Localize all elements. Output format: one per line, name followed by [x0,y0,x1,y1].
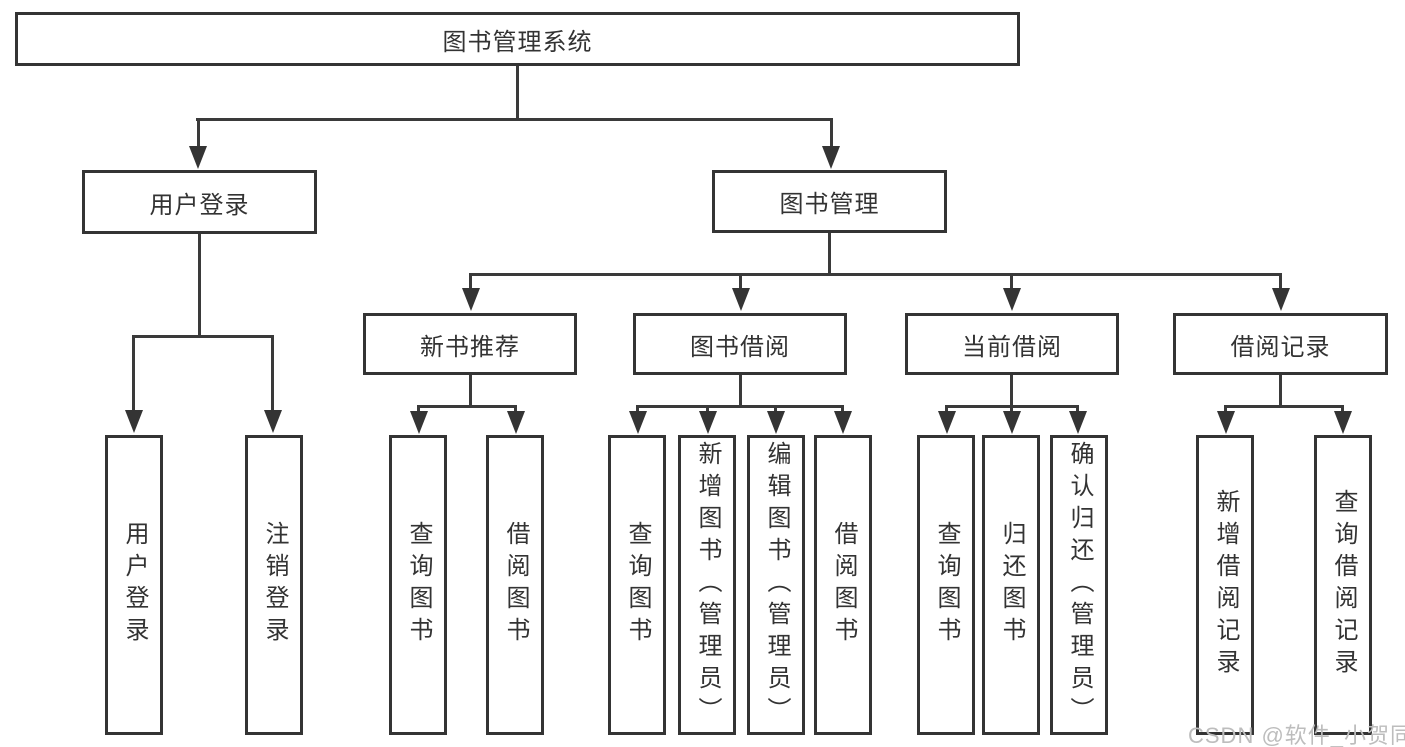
leaf-label: 新增借阅记录 [1212,489,1239,681]
arrowhead-icon [462,288,480,311]
connector-borrow-record-bar [1224,405,1344,408]
leaf-label: 用户登录 [121,521,148,649]
arrowhead-icon [189,146,207,169]
leaf-confirm-return-admin: 确认归还（管理员） [1050,435,1108,735]
connector-drop [1341,405,1344,413]
arrowhead-icon [1003,411,1021,434]
arrowhead-icon [1003,288,1021,311]
leaf-add-books-admin: 新增图书（管理员） [678,435,736,735]
leaf-label: 查询借阅记录 [1330,489,1357,681]
connector-drop-borrow-record [1279,273,1282,290]
node-book-borrowing: 图书借阅 [633,313,847,375]
arrowhead-icon [699,411,717,434]
connector-drop-logout-leaf [271,335,274,412]
arrowhead-icon [1272,288,1290,311]
arrowhead-icon [767,411,785,434]
connector-borrow-record-stem [1279,375,1282,408]
leaf-label: 查询图书 [624,521,651,649]
arrowhead-icon [938,411,956,434]
connector-user-login-stem [198,234,201,335]
connector-book-borrow-bar [636,405,844,408]
leaf-query-books-recommend: 查询图书 [389,435,447,735]
arrowhead-icon [1217,411,1235,434]
connector-drop-user-login [197,118,200,147]
connector-drop [706,405,709,413]
leaf-label: 查询图书 [933,521,960,649]
connector-drop [841,405,844,413]
arrowhead-icon [732,288,750,311]
connector-drop [417,405,420,413]
leaf-label: 编辑图书（管理员） [763,441,790,729]
connector-drop [1224,405,1227,413]
connector-root-bar [196,118,833,121]
csdn-watermark: CSDN @软件_小贺同学 [1188,723,1405,747]
node-borrowing-records: 借阅记录 [1173,313,1388,375]
leaf-query-books-current: 查询图书 [917,435,975,735]
connector-new-book-stem [469,375,472,408]
connector-drop [1076,405,1079,413]
leaf-return-books: 归还图书 [982,435,1040,735]
arrowhead-icon [822,146,840,169]
connector-drop [636,405,639,413]
arrowhead-icon [834,411,852,434]
node-book-management: 图书管理 [712,170,947,233]
connector-drop-login-leaf [132,335,135,412]
leaf-query-borrowing-record: 查询借阅记录 [1314,435,1372,735]
node-current-borrowing: 当前借阅 [905,313,1119,375]
connector-book-mgmt-stem [828,233,831,273]
leaf-borrow-books-borrowing: 借阅图书 [814,435,872,735]
leaf-label: 注销登录 [261,521,288,649]
connector-drop-new-book [469,273,472,290]
node-root-book-management-system: 图书管理系统 [15,12,1020,66]
leaf-label: 借阅图书 [502,521,529,649]
connector-drop-current-borrow [1010,273,1013,290]
connector-book-borrow-stem [739,375,742,408]
arrowhead-icon [410,411,428,434]
node-user-login: 用户登录 [82,170,317,234]
arrowhead-icon [264,410,282,433]
connector-drop-book-management [830,118,833,147]
connector-drop [774,405,777,413]
leaf-query-books-borrowing: 查询图书 [608,435,666,735]
connector-book-mgmt-bar [469,273,1282,276]
connector-drop [945,405,948,413]
connector-user-login-bar [132,335,274,338]
leaf-label: 确认归还（管理员） [1066,441,1093,729]
arrowhead-icon [507,411,525,434]
leaf-logout: 注销登录 [245,435,303,735]
connector-new-book-bar [417,405,517,408]
node-new-book-recommendation: 新书推荐 [363,313,577,375]
arrowhead-icon [1334,411,1352,434]
leaf-label: 新增图书（管理员） [694,441,721,729]
arrowhead-icon [629,411,647,434]
arrowhead-icon [125,410,143,433]
connector-drop [514,405,517,413]
leaf-user-login: 用户登录 [105,435,163,735]
leaf-add-borrowing-record: 新增借阅记录 [1196,435,1254,735]
connector-current-borrow-stem [1010,375,1013,408]
leaf-edit-books-admin: 编辑图书（管理员） [747,435,805,735]
leaf-label: 借阅图书 [830,521,857,649]
leaf-borrow-books-recommend: 借阅图书 [486,435,544,735]
leaf-label: 查询图书 [405,521,432,649]
connector-root-stem [516,66,519,118]
connector-drop-book-borrow [739,273,742,290]
connector-drop [1010,405,1013,413]
leaf-label: 归还图书 [998,521,1025,649]
arrowhead-icon [1069,411,1087,434]
